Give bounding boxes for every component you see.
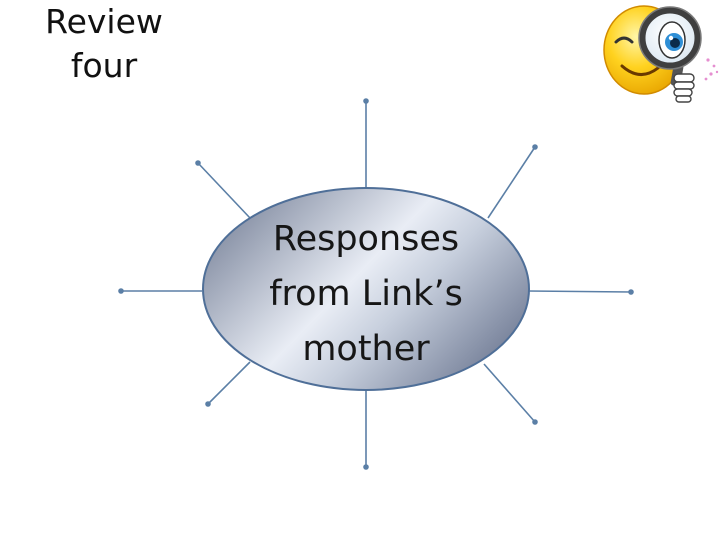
winking-eye — [614, 36, 634, 44]
smile — [620, 64, 660, 76]
center-line-3: mother — [302, 329, 430, 369]
center-line-1: Responses — [272, 219, 460, 259]
spoke-right — [527, 290, 632, 293]
spoke-bottom-left — [207, 361, 251, 405]
hand — [673, 73, 695, 103]
spoke-bottom-right — [483, 363, 536, 423]
sparkle-dots — [704, 58, 719, 81]
spokes — [118, 98, 634, 470]
slide-title: Review four — [24, 0, 184, 88]
center-line-2: from Link’s — [269, 274, 463, 314]
title-line-2: four — [70, 46, 138, 85]
winking-smiley-magnifier-icon — [603, 5, 719, 103]
spoke-top-right — [487, 146, 536, 219]
center-label: Responses from Link’s mother — [206, 212, 526, 377]
spoke-top-left — [197, 162, 251, 219]
title-line-1: Review — [45, 2, 163, 41]
center-ellipse — [202, 187, 530, 391]
